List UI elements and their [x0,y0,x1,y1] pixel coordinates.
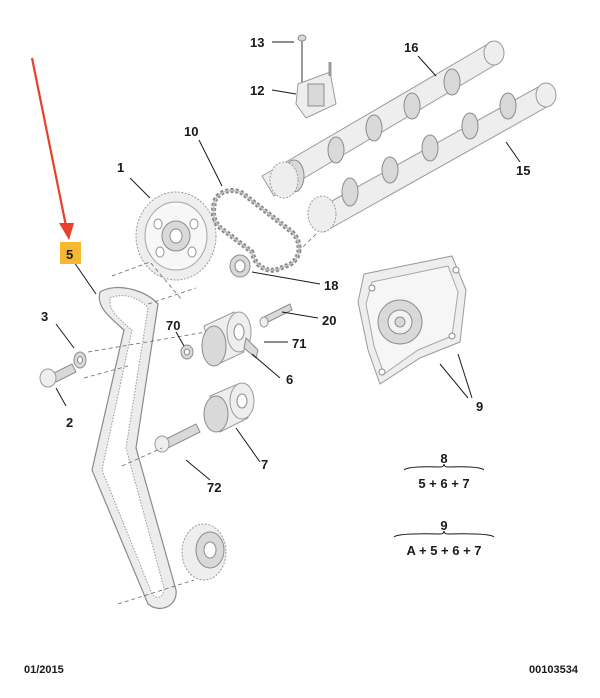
formula-8-expression: 5 + 6 + 7 [418,476,469,491]
timing-belt [91,286,177,609]
red-pointer-arrow [30,57,74,240]
formula-8-title: 8 [440,451,447,466]
callout-71: 71 [292,336,306,351]
callout-13: 13 [250,35,264,50]
leader-lines [55,41,521,481]
callout-20: 20 [322,313,336,328]
formula-9: 9 A + 5 + 6 + 7 [393,518,495,558]
formula-9-expression: A + 5 + 6 + 7 [406,543,481,558]
callout-5: 5 [66,247,73,262]
highlight-box [60,242,81,264]
crankshaft-sprocket [181,523,227,581]
washer-70 [180,344,194,360]
callout-12: 12 [250,83,264,98]
callout-9: 9 [476,399,483,414]
callout-6: 6 [286,372,293,387]
camshaft-sprocket [135,191,217,281]
formula-8: 8 5 + 6 + 7 [403,451,485,491]
tensioner-pulley [201,311,259,367]
oil-seal [229,254,251,278]
footer-date: 01/2015 [24,664,64,676]
callout-10: 10 [184,124,198,139]
water-pump [357,255,467,385]
sprocket-bolt [39,363,77,388]
callout-3: 3 [41,309,48,324]
callout-72: 72 [207,480,221,495]
camshaft-exhaust [307,82,557,233]
callout-2: 2 [66,415,73,430]
formula-9-title: 9 [440,518,447,533]
callout-18: 18 [324,278,338,293]
timing-chain [211,188,302,273]
camshaft-intake [261,40,505,199]
alignment-lines [83,233,317,605]
idler-pulley [203,382,255,433]
callout-15: 15 [516,163,530,178]
callout-16: 16 [404,40,418,55]
callout-70: 70 [166,318,180,333]
callout-7: 7 [261,457,268,472]
tensioner-stud [259,303,293,328]
washer-3 [73,351,87,369]
callout-1: 1 [117,160,124,175]
footer-reference: 00103534 [529,664,579,676]
idler-bolt [154,423,201,453]
actuator-bracket [295,34,337,119]
